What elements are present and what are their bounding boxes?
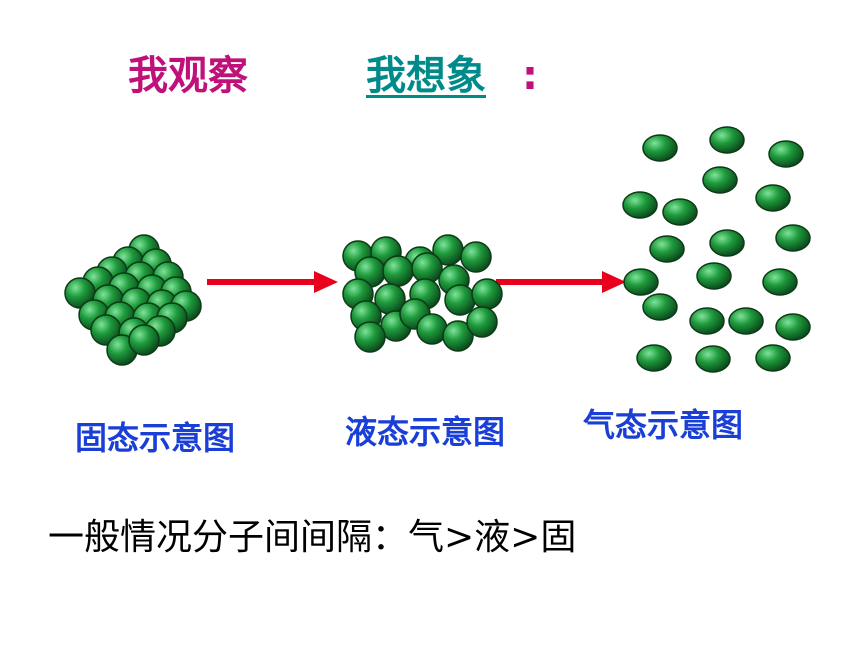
observe-heading: 我观察 — [128, 53, 248, 99]
particle — [695, 345, 731, 373]
particle — [775, 224, 811, 252]
particle — [128, 324, 160, 356]
particle — [354, 321, 386, 353]
particle — [662, 198, 698, 226]
particle — [636, 344, 672, 372]
particle — [696, 262, 732, 290]
arrow-head — [602, 271, 626, 293]
particle — [442, 320, 474, 352]
particle — [460, 241, 492, 273]
particle — [702, 166, 738, 194]
heading-colon: : — [522, 53, 538, 99]
particle — [728, 307, 764, 335]
arrow-head — [314, 271, 338, 293]
particle — [709, 229, 745, 257]
particle — [762, 268, 798, 296]
liquid-particle-cluster — [342, 234, 503, 353]
particle — [444, 284, 476, 316]
particle — [416, 313, 448, 345]
imagine-heading: 我想象 — [366, 53, 486, 99]
solid-diagram-label: 固态示意图 — [75, 419, 236, 457]
particle — [755, 184, 791, 212]
particle — [709, 126, 745, 154]
particle — [623, 268, 659, 296]
particle — [642, 293, 678, 321]
particle — [649, 235, 685, 263]
particle — [642, 134, 678, 162]
liquid-diagram-label: 液态示意图 — [345, 413, 506, 451]
particle — [466, 306, 498, 338]
particle — [768, 140, 804, 168]
particle — [382, 255, 414, 287]
particle — [775, 313, 811, 341]
gas-diagram-label: 气态示意图 — [583, 406, 744, 444]
particle — [689, 307, 725, 335]
particle — [755, 344, 791, 372]
particle — [622, 191, 658, 219]
solid-particle-cluster — [64, 234, 202, 366]
particle — [471, 278, 503, 310]
gas-particle-cluster — [622, 126, 811, 373]
conclusion-text: 一般情况分子间间隔：气>液>固 — [48, 517, 577, 558]
